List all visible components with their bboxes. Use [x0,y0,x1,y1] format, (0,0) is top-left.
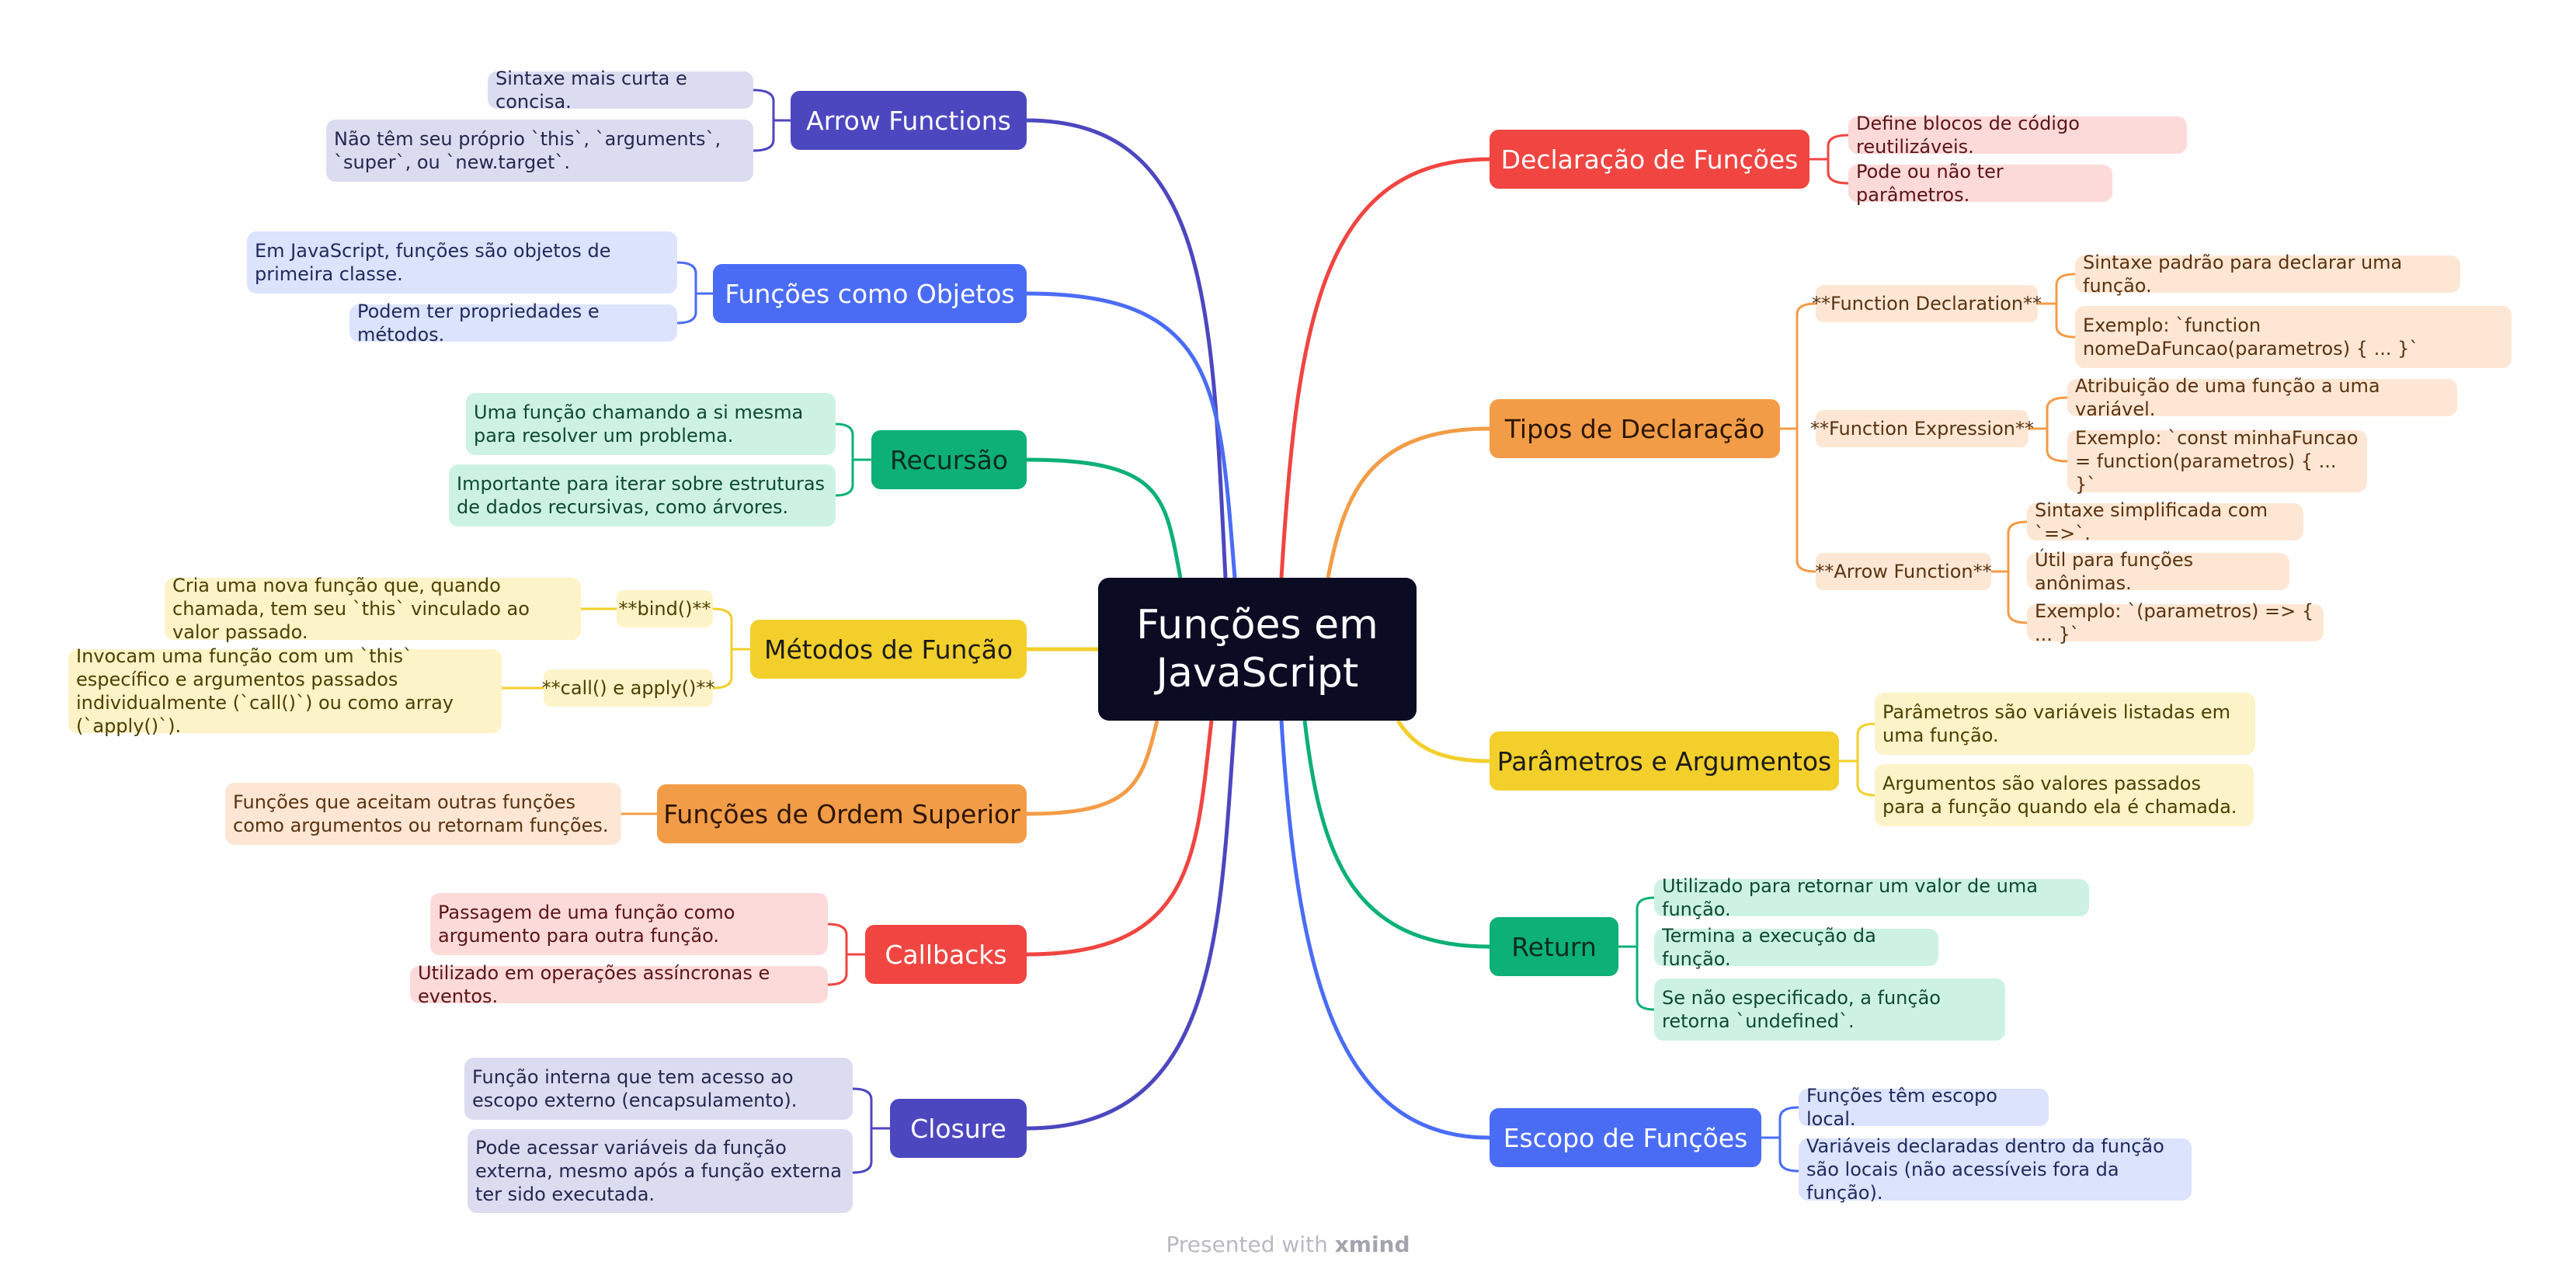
topic-parametros-e-argumentos[interactable]: Parâmetros e Argumentos [1490,732,1839,791]
note-callbacks-1[interactable]: Passagem de uma função como argumento pa… [430,893,828,955]
note-return-1[interactable]: Utilizado para retornar um valor de uma … [1654,875,2089,920]
connector-parametros [1396,719,1490,763]
note-return-2[interactable]: Termina a execução da função. [1654,925,1938,970]
note-call-apply[interactable]: Invocam uma função com um `this` específ… [68,645,502,737]
note-escopo-1[interactable]: Funções têm escopo local. [1799,1085,2049,1130]
topic-arrow-functions[interactable]: Arrow Functions [791,91,1027,150]
topic-funcoes-como-objetos[interactable]: Funções como Objetos [713,264,1027,323]
note-arrow-function-1[interactable]: Sintaxe simplificada com `=>`. [2027,499,2303,544]
note-return-3[interactable]: Se não especificado, a função retorna `u… [1654,978,2005,1041]
note-escopo-2[interactable]: Variáveis declaradas dentro da função sã… [1799,1135,2192,1204]
topic-tipos-de-declaracao[interactable]: Tipos de Declaração [1490,399,1780,458]
connector-callbacks [1026,720,1214,957]
note-function-declaration-2[interactable]: Exemplo: `function nomeDaFuncao(parametr… [2075,306,2512,368]
note-function-declaration-1[interactable]: Sintaxe padrão para declarar uma função. [2075,252,2460,297]
note-arrow-functions-2[interactable]: Não têm seu próprio `this`, `arguments`,… [326,120,753,182]
subtopic-function-declaration[interactable]: **Function Declaration** [1812,285,2042,322]
xmind-logo[interactable]: xmind [1334,1232,1410,1257]
connector-objetos [1026,291,1237,579]
connector-arrow-functions [1026,118,1228,579]
subtopic-bind[interactable]: **bind()** [617,590,713,627]
note-callbacks-2[interactable]: Utilizado em operações assíncronas e eve… [410,962,828,1007]
note-declaracao-2[interactable]: Pode ou não ter parâmetros. [1848,161,2112,206]
note-parametros-2[interactable]: Argumentos são valores passados para a f… [1875,764,2254,826]
topic-escopo-de-funcoes[interactable]: Escopo de Funções [1490,1108,1761,1167]
subtopic-arrow-function[interactable]: **Arrow Function** [1815,553,1992,590]
footer-credit: Presented with xmind [0,1232,2576,1257]
footer-prefix: Presented with [1166,1232,1328,1257]
note-closure-1[interactable]: Função interna que tem acesso ao escopo … [464,1058,853,1120]
note-arrow-function-2[interactable]: Útil para funções anônimas. [2027,549,2289,594]
note-arrow-function-3[interactable]: Exemplo: `(parametros) => { ... }` [2027,600,2324,645]
connector-return [1302,720,1490,949]
note-ordem-superior[interactable]: Funções que aceitam outras funções como … [225,783,621,845]
note-recursao-2[interactable]: Importante para iterar sobre estruturas … [449,464,836,527]
note-closure-2[interactable]: Pode acessar variáveis da função externa… [468,1129,853,1213]
connector-recursao [1026,457,1183,579]
note-declaracao-1[interactable]: Define blocos de código reutilizáveis. [1848,113,2187,158]
note-objetos-1[interactable]: Em JavaScript, funções são objetos de pr… [247,231,677,294]
topic-return[interactable]: Return [1490,917,1618,976]
note-arrow-functions-1[interactable]: Sintaxe mais curta e concisa. [488,68,753,113]
connector-closure [1026,720,1237,1131]
topic-callbacks[interactable]: Callbacks [865,925,1027,984]
topic-funcoes-de-ordem-superior[interactable]: Funções de Ordem Superior [657,784,1027,843]
note-recursao-1[interactable]: Uma função chamando a si mesma para reso… [466,393,836,455]
connector-escopo [1279,720,1490,1140]
topic-closure[interactable]: Closure [890,1099,1027,1158]
note-function-expression-2[interactable]: Exemplo: `const minhaFuncao = function(p… [2067,427,2367,495]
topic-recursao[interactable]: Recursão [871,430,1027,489]
connector-declaracao [1279,157,1490,579]
note-function-expression-1[interactable]: Atribuição de uma função a uma variável. [2067,375,2457,420]
topic-metodos-de-funcao[interactable]: Métodos de Função [750,620,1027,679]
connector-ordem-superior [1026,720,1159,816]
connector-tipos [1326,426,1490,579]
note-objetos-2[interactable]: Podem ter propriedades e métodos. [349,301,677,346]
note-parametros-1[interactable]: Parâmetros são variáveis listadas em uma… [1875,693,2255,755]
subtopic-call-apply[interactable]: **call() e apply()** [542,669,714,707]
subtopic-function-expression[interactable]: **Function Expression** [1810,410,2034,447]
note-bind[interactable]: Cria uma nova função que, quando chamada… [165,575,581,643]
central-topic[interactable]: Funções em JavaScript [1098,578,1417,721]
topic-declaracao-de-funcoes[interactable]: Declaração de Funções [1490,130,1809,189]
